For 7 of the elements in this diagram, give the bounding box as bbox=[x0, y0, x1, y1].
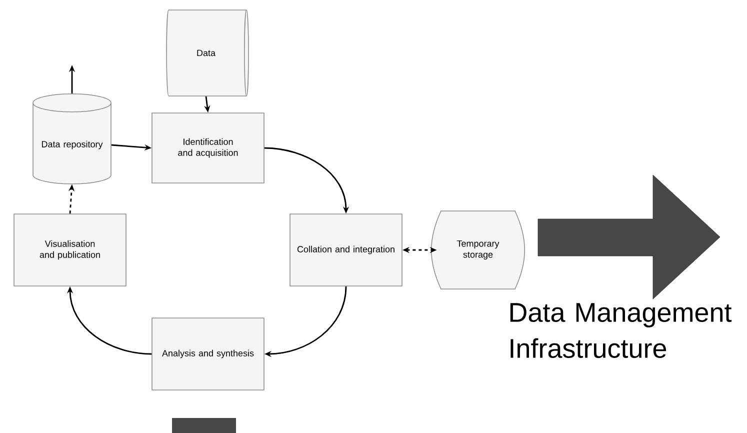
process-box: Collation and integration bbox=[290, 214, 402, 286]
heading-text: Data Management Infrastructure bbox=[510, 303, 732, 358]
database-cylinder: Data repository bbox=[32, 93, 112, 184]
process-box: Identification and acquisition bbox=[152, 112, 264, 184]
storage-cylinder: Data bbox=[166, 10, 249, 96]
process-box: Analysis and synthesis bbox=[152, 318, 264, 390]
process-box: Visualisation and publication bbox=[14, 214, 126, 286]
